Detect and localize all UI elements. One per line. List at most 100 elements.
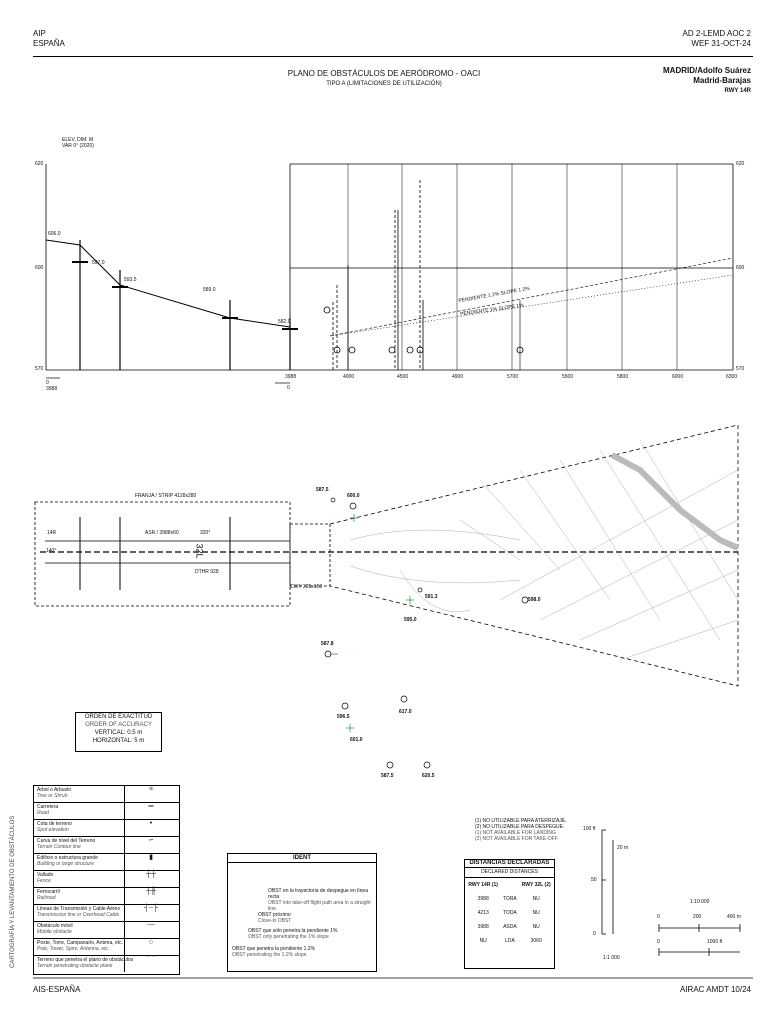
ident-l4: OBST que penetra la pendiente 1.2%: [232, 946, 316, 952]
ident-item-1: OBST en la trayectoria de despegue en lí…: [268, 888, 372, 912]
obstacle-elev: 601.0: [350, 737, 363, 743]
header-rule: [33, 56, 753, 57]
table-cell: TORA: [502, 896, 517, 902]
table-row: 3988 ASDA NU: [465, 920, 554, 934]
hscale-m2: 400 m: [727, 914, 741, 920]
ident-l3-en: OBST only penetrating the 1% slope: [248, 934, 329, 940]
legend-symbol: ┼╫: [146, 888, 156, 895]
legend-label: Cota de terreno: [37, 821, 72, 827]
obstacle-elev: 595.0: [404, 617, 417, 623]
legend-divider: [124, 803, 125, 819]
legend-label-en: Terrain Contour line: [37, 844, 81, 850]
hscale-ft0: 0: [657, 939, 660, 945]
column-header: RWY 14R (1): [468, 882, 498, 888]
elevation-label: 597.0: [92, 260, 105, 266]
note-3: (1) NOT AVAILABLE FOR LANDING: [475, 830, 556, 836]
hscale-m1: 200: [693, 914, 702, 920]
elevation-label: 593.5: [124, 277, 137, 283]
legend-divider: [124, 939, 125, 955]
x-tick-label: 5800: [617, 374, 629, 380]
legend-divider: [124, 820, 125, 836]
aip-label: AIP: [33, 29, 46, 38]
threshold-label: 14R: [47, 530, 57, 536]
legend-symbol: ┈┈: [146, 922, 156, 929]
ident-item-4: OBST que penetra la pendiente 1.2% OBST …: [232, 946, 368, 958]
legend-label: Carretera: [37, 804, 59, 810]
declared-distances: DISTANCIAS DECLARADAS DECLARED DISTANCES…: [464, 859, 555, 969]
table-row: 3988 TORA NU: [465, 892, 554, 906]
elevation-label: 589.0: [203, 287, 216, 293]
accuracy-en: ORDER OF ACCURACY: [85, 722, 152, 728]
table-cell: TODA: [502, 910, 517, 916]
y-tick-label-right: 600: [736, 265, 745, 271]
hscale-m0: 0: [657, 914, 660, 920]
y-tick-label: 570: [35, 366, 44, 372]
legend-item: Poste, Torre, Campanario, Antena, etc.Po…: [34, 939, 179, 956]
notes: (1) NO UTILIZABLE PARA ATERRIZAJE. (2) N…: [475, 818, 567, 842]
elevation-label: 582.0: [278, 319, 291, 325]
plan-view: [34, 424, 740, 687]
clearway-label: CWY 225x150: [290, 584, 323, 590]
table-cell: 4213: [477, 910, 489, 916]
legend-label: Curva de nivel del Terreno: [37, 838, 96, 844]
obstacle-elev: 587.8: [321, 641, 334, 647]
x-tick-label: 5500: [562, 374, 574, 380]
accuracy-vertical: VERTICAL: 0.5 m: [94, 730, 143, 736]
legend-label-en: Road: [37, 810, 49, 816]
legend-label-en: Transmission line or Overhead Cable: [37, 912, 120, 918]
legend-symbol: ⌒: [147, 956, 155, 963]
declared-title-en: DECLARED DISTANCES: [465, 868, 554, 878]
table-header: RWY 14R (1) RWY 32L (2): [465, 878, 554, 892]
y-tick-label-right: 620: [736, 161, 745, 167]
elev-note: ELEV, DIM: M VAR 0° (2020): [62, 137, 94, 149]
country-label: ESPAÑA: [33, 39, 65, 48]
legend-symbol: ┼┼: [146, 871, 156, 878]
ident-item-3: OBST que sólo penetra la pendiente 1% OB…: [248, 928, 368, 940]
strip-label: FRANJA / STRIP 4128x280: [135, 493, 197, 499]
accuracy-box: ORDEN DE EXACTITUD ORDER OF ACCURACY VER…: [75, 712, 162, 752]
left-zero: 0: [46, 380, 49, 386]
column-header: RWY 32L (2): [521, 882, 551, 888]
ident-l2-en: Close-in OBST: [258, 918, 292, 924]
y-tick-label-right: 570: [736, 366, 745, 372]
table-cell: NU: [532, 910, 540, 916]
ident-title: IDENT: [228, 854, 376, 863]
dthr-label: DTHR 928: [195, 569, 219, 575]
legend-symbol: ▮: [149, 854, 153, 861]
right-zero: 0: [287, 385, 290, 391]
legend-label-en: Terrain penetrating obstacle plane: [37, 963, 113, 969]
x-tick-label: 6000: [672, 374, 684, 380]
asr-label: ASR / 3988x60: [145, 530, 179, 536]
table-cell: 3060: [530, 938, 542, 944]
obstacle-elev: 596.5: [337, 714, 350, 720]
header-left: AIP ESPAÑA: [33, 29, 65, 49]
table-cell: LDA: [505, 938, 515, 944]
legend-label-en: Pole, Tower, Spire, Antenna, etc.: [37, 946, 110, 952]
hscale-ft1: 1000 ft: [707, 939, 723, 945]
legend-divider: [124, 871, 125, 887]
legend-label: Vallado: [37, 872, 54, 878]
left-distance: 0 3988: [46, 380, 57, 392]
legend-label: Terreno que penetra el plano de obstácul…: [37, 957, 134, 963]
legend-label: Edificio o estructura grande: [37, 855, 98, 861]
horizontal-scale: [658, 924, 741, 956]
obstacle-elev: 587.5: [381, 773, 394, 779]
legend-label-en: Building or large structure: [37, 861, 94, 867]
legend-symbol: ✳: [148, 786, 154, 793]
page-subtitle: TIPO A (LIMITACIONES DE UTILIZACIÓN): [326, 81, 442, 87]
note-4: (2) NOT AVAILABLE FOR TAKE-OFF: [475, 836, 558, 842]
declared-table: RWY 14R (1) RWY 32L (2) 3988 TORA NU 421…: [465, 878, 554, 948]
elev-label-2: VAR 0° (2020): [62, 143, 94, 149]
ident-l2: OBST próximo: [258, 912, 291, 918]
note-2: (2) NO UTILIZABLE PARA DESPEGUE.: [475, 824, 565, 830]
aerodrome-line2: Madrid-Barajas: [693, 76, 751, 85]
note-1: (1) NO UTILIZABLE PARA ATERRIZAJE.: [475, 818, 567, 824]
